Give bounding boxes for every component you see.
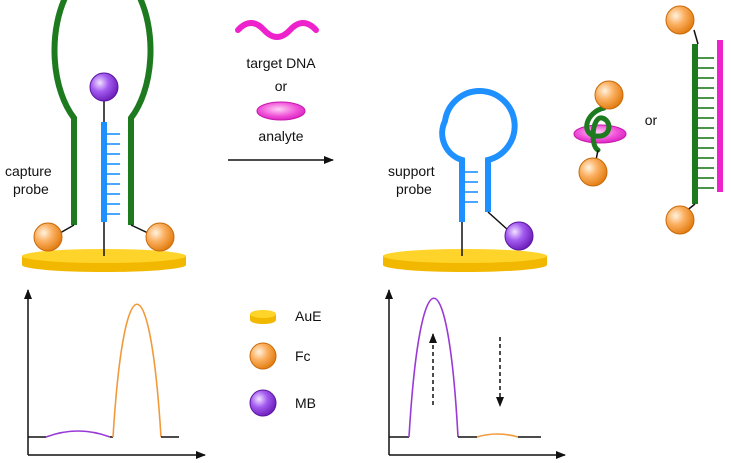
fc-signal-curve (112, 303, 162, 438)
or-label: or (275, 78, 288, 94)
fc-signal-curve (476, 433, 519, 438)
fc-sphere-icon (33, 222, 63, 252)
fc-sphere-icon (665, 205, 695, 235)
capture-analyte-complex (573, 80, 627, 187)
legend-aue-label: AuE (295, 308, 321, 324)
fc-sphere-icon (594, 80, 624, 110)
legend-fc-label: Fc (295, 348, 311, 364)
target-dna-icon (235, 20, 319, 40)
legend-mb-label: MB (295, 395, 316, 411)
mb-sphere-icon (89, 72, 119, 102)
mb-signal-curve (408, 297, 459, 438)
left-signal-plot (24, 289, 206, 459)
target-dna-label: target DNA (246, 55, 316, 71)
reaction-step: target DNA or analyte (228, 20, 334, 164)
methylene-blue-sphere-icon (249, 389, 277, 417)
right-signal-plot (385, 289, 566, 459)
ferrocene-sphere-icon (249, 342, 277, 370)
support-probe-strand (439, 88, 518, 222)
fc-sphere-icon (578, 157, 608, 187)
left-capture-probe-assembly: capture probe (5, 0, 186, 272)
analyte-label: analyte (258, 128, 303, 144)
capture-probe-strand (51, 0, 154, 225)
right-electrode (383, 249, 547, 272)
fc-sphere-icon (665, 5, 695, 35)
analyte-icon (256, 101, 306, 121)
capture-probe-label: capture probe (5, 163, 56, 197)
mb-sphere-icon (504, 221, 534, 251)
capture-target-duplex (665, 5, 723, 235)
support-probe-label: support probe (388, 163, 439, 197)
electrode-icon (250, 310, 276, 324)
right-support-probe-assembly: support probe (383, 88, 547, 272)
capture-blue-strand (101, 98, 120, 256)
mb-signal-curve (45, 430, 111, 438)
or-label: or (645, 112, 658, 128)
legend: AuE Fc MB (249, 308, 321, 417)
fc-sphere-icon (145, 222, 175, 252)
